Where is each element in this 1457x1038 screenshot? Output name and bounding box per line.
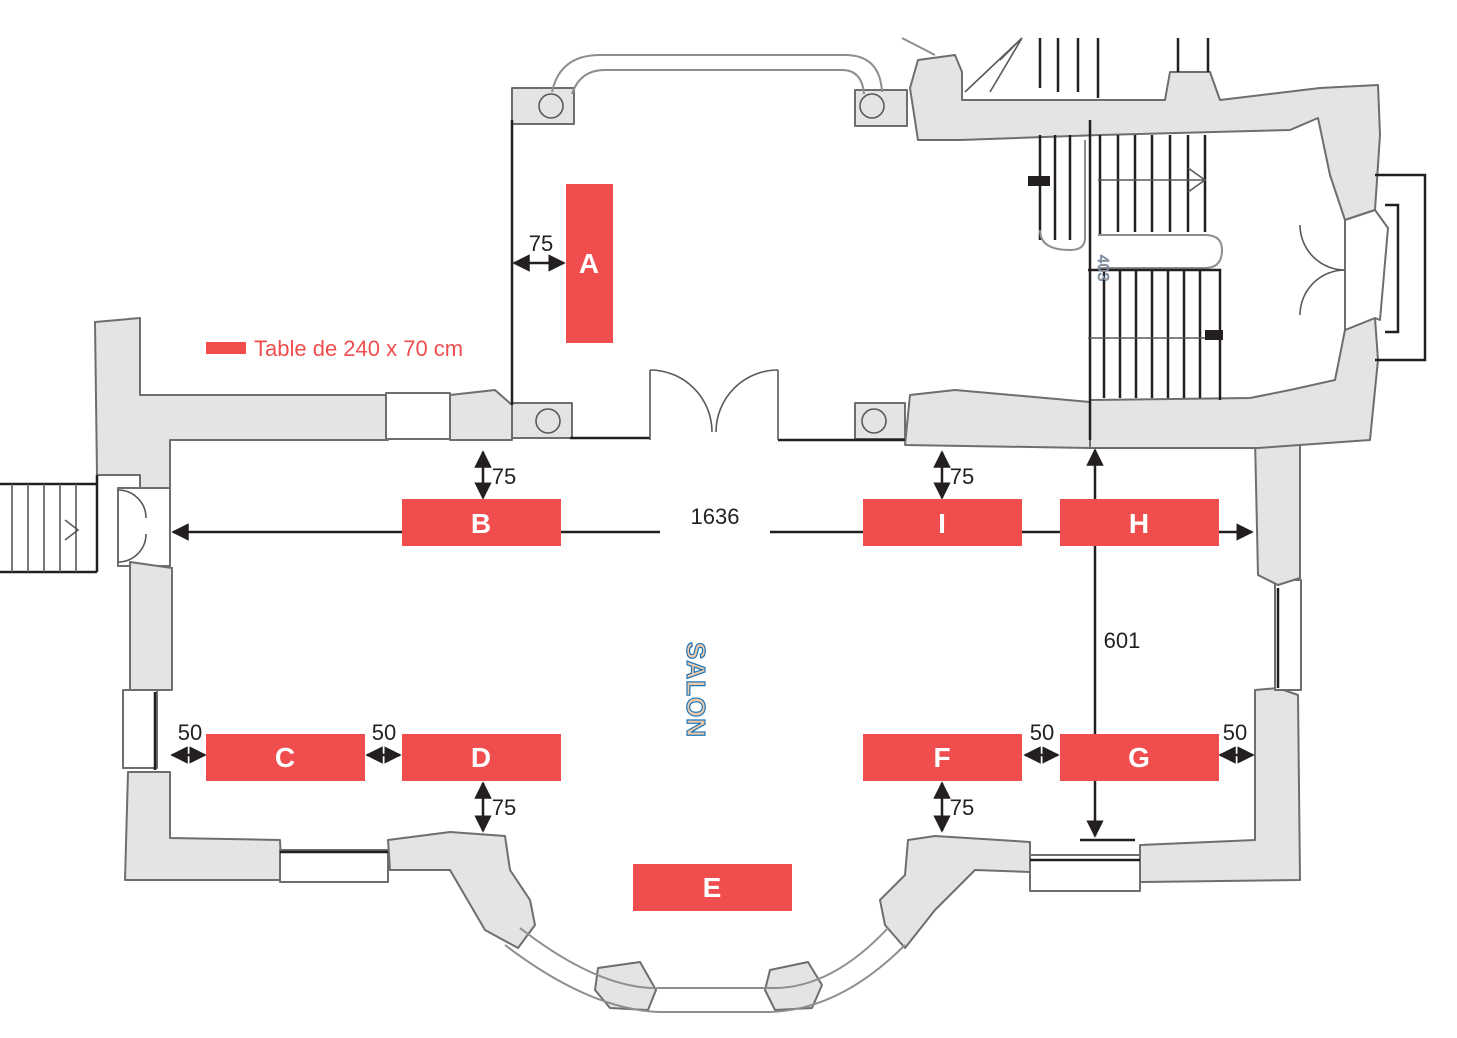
legend-text: Table de 240 x 70 cm bbox=[254, 336, 463, 361]
table-h-rect bbox=[1060, 499, 1219, 546]
table-g: G bbox=[1060, 734, 1219, 781]
table-b-label: B bbox=[471, 508, 491, 539]
table-f: F bbox=[863, 734, 1022, 781]
table-d-label: D bbox=[471, 742, 491, 773]
dim-c-left: 50 bbox=[178, 720, 202, 745]
table-f-label: F bbox=[933, 742, 950, 773]
walls bbox=[94, 54, 1389, 1011]
table-i-rect bbox=[863, 499, 1022, 546]
dim-i-top: 75 bbox=[950, 464, 974, 489]
table-d-rect bbox=[402, 734, 561, 781]
width-label-bg bbox=[660, 516, 770, 544]
table-c: C bbox=[206, 734, 365, 781]
dim-height: 601 bbox=[1104, 628, 1141, 653]
dim-b-top: 75 bbox=[492, 464, 516, 489]
table-a: A bbox=[566, 184, 613, 343]
table-a-rect bbox=[566, 184, 613, 343]
tables: A B C D E F G H bbox=[206, 184, 1219, 911]
table-i: I bbox=[863, 499, 1022, 546]
legend: Table de 240 x 70 cm bbox=[206, 336, 463, 361]
table-c-rect bbox=[206, 734, 365, 781]
dim-f-bottom: 75 bbox=[950, 795, 974, 820]
table-e: E bbox=[633, 864, 792, 911]
table-g-rect bbox=[1060, 734, 1219, 781]
table-a-label: A bbox=[579, 248, 599, 279]
dim-g-right: 50 bbox=[1223, 720, 1247, 745]
dimension-labels: 1636 75 75 75 601 50 50 50 50 75 75 bbox=[178, 231, 1247, 820]
stair-label: 403 bbox=[1094, 255, 1111, 282]
plan-lines bbox=[0, 37, 1427, 1013]
dim-f-g: 50 bbox=[1030, 720, 1054, 745]
table-h-label: H bbox=[1129, 508, 1149, 539]
dim-c-d: 50 bbox=[372, 720, 396, 745]
table-b-rect bbox=[402, 499, 561, 546]
table-g-label: G bbox=[1128, 742, 1150, 773]
dim-a-left: 75 bbox=[529, 231, 553, 256]
table-f-rect bbox=[863, 734, 1022, 781]
dim-d-bottom: 75 bbox=[492, 795, 516, 820]
table-c-label: C bbox=[275, 742, 295, 773]
table-e-rect bbox=[633, 864, 792, 911]
room-label: SALON bbox=[681, 642, 711, 738]
table-h: H bbox=[1060, 499, 1219, 546]
table-i-label: I bbox=[938, 508, 946, 539]
dim-width: 1636 bbox=[691, 504, 740, 529]
table-e-label: E bbox=[703, 872, 722, 903]
legend-swatch bbox=[206, 342, 246, 354]
table-b: B bbox=[402, 499, 561, 546]
table-d: D bbox=[402, 734, 561, 781]
